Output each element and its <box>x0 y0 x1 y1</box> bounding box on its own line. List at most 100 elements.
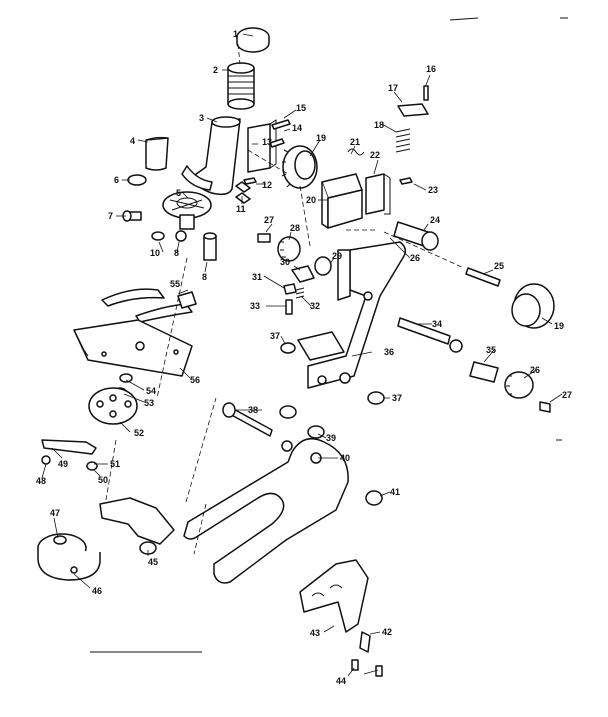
part-spring-18 <box>395 128 411 153</box>
stray-marks <box>90 17 568 653</box>
assembly-lines <box>105 43 465 555</box>
part-knob-26-right <box>504 371 534 399</box>
callout-22: 22 <box>370 150 380 160</box>
callout-8-lower: 8 <box>202 272 207 282</box>
callout-18: 18 <box>374 120 384 130</box>
callout-38: 38 <box>248 405 258 415</box>
part-spring-32 <box>295 287 305 299</box>
part-screw-27-right <box>539 401 551 413</box>
callout-42: 42 <box>382 627 392 637</box>
callout-44: 44 <box>336 676 346 686</box>
part-washer-54 <box>119 373 133 383</box>
callout-28: 28 <box>290 223 300 233</box>
part-bolt-38 <box>222 402 273 437</box>
callout-31: 31 <box>252 272 262 282</box>
part-horseshoe-base-40 <box>183 437 349 584</box>
callout-55: 55 <box>170 279 180 289</box>
callout-7: 7 <box>108 211 113 221</box>
callout-15: 15 <box>296 103 306 113</box>
callout-13: 13 <box>262 137 272 147</box>
part-light-shade-4 <box>145 136 169 171</box>
callout-2: 2 <box>213 65 218 75</box>
callout-29: 29 <box>332 251 342 261</box>
part-screw-16 <box>423 85 429 101</box>
part-screws-31-33 <box>283 283 297 315</box>
callout-39: 39 <box>326 433 336 443</box>
callout-32: 32 <box>310 301 320 311</box>
callout-26-right: 26 <box>530 365 540 375</box>
part-screw-14 <box>269 138 285 148</box>
part-lamp-housing-47 <box>37 533 101 581</box>
part-knob-28 <box>277 236 301 262</box>
part-bracket-30 <box>291 265 315 283</box>
part-nut-39 <box>279 405 325 439</box>
part-post-8 <box>203 232 217 261</box>
callout-19-upper: 19 <box>316 133 326 143</box>
part-pinion-24 <box>393 221 439 251</box>
callout-45: 45 <box>148 557 158 567</box>
callout-53: 53 <box>144 398 154 408</box>
part-screws-44 <box>351 659 383 677</box>
leader-lines <box>41 33 563 677</box>
callout-1: 1 <box>233 29 238 39</box>
callout-49: 49 <box>58 459 68 469</box>
callout-43: 43 <box>310 628 320 638</box>
part-screws-11-12 <box>235 177 257 204</box>
callout-27-left: 27 <box>264 215 274 225</box>
callout-25: 25 <box>494 261 504 271</box>
callout-34: 34 <box>432 319 442 329</box>
part-washer-41 <box>365 490 383 506</box>
callout-10: 10 <box>150 248 160 258</box>
part-washer-50 <box>86 461 98 471</box>
part-slide-22 <box>365 173 391 215</box>
callout-labels: 1 2 3 4 5 6 7 8 8 10 11 12 13 14 15 16 1… <box>36 29 572 686</box>
callout-11: 11 <box>236 204 246 214</box>
part-screw-48 <box>41 455 51 465</box>
callout-16: 16 <box>426 64 436 74</box>
callout-37-right: 37 <box>392 393 402 403</box>
part-stage-plate-56 <box>73 319 193 377</box>
callout-40: 40 <box>340 453 350 463</box>
callout-36: 36 <box>384 347 394 357</box>
callout-21: 21 <box>350 137 360 147</box>
part-clip-6 <box>127 174 147 186</box>
callout-33: 33 <box>250 301 260 311</box>
callout-3: 3 <box>199 113 204 123</box>
part-arm-36 <box>297 241 407 389</box>
part-screw-42 <box>359 631 371 653</box>
part-washer-37-left <box>280 342 296 354</box>
callout-26-upper: 26 <box>410 253 420 263</box>
part-focus-gear-19-upper <box>281 145 318 189</box>
callout-23: 23 <box>428 185 438 195</box>
callout-46: 46 <box>92 586 102 596</box>
callout-56: 56 <box>190 375 200 385</box>
callout-5: 5 <box>176 188 181 198</box>
callout-27-right: 27 <box>562 390 572 400</box>
part-knob-29 <box>314 256 332 276</box>
callout-51: 51 <box>110 459 120 469</box>
callout-24: 24 <box>430 215 440 225</box>
part-stage-clips-55 <box>101 288 197 323</box>
part-eyepiece-cap <box>236 27 270 53</box>
callout-30: 30 <box>280 257 290 267</box>
part-eyepiece <box>227 62 255 110</box>
part-screw-15 <box>271 119 291 130</box>
part-screw-7 <box>122 210 142 222</box>
part-holder-45 <box>99 497 175 555</box>
callout-48: 48 <box>36 476 46 486</box>
callout-12: 12 <box>262 180 272 190</box>
part-shaft-34 <box>397 317 463 353</box>
part-stage-knob-5 <box>162 191 212 242</box>
part-sleeve-35 <box>469 361 499 383</box>
part-clip-bracket-43 <box>299 559 369 633</box>
part-disc-diaphragm-52 <box>88 387 138 425</box>
callout-8-upper: 8 <box>174 248 179 258</box>
part-screw-23 <box>399 177 413 185</box>
callout-35: 35 <box>486 345 496 355</box>
callout-52: 52 <box>134 428 144 438</box>
callout-20: 20 <box>306 195 316 205</box>
callout-19-right: 19 <box>554 321 564 331</box>
part-rack-block-20 <box>321 173 363 229</box>
